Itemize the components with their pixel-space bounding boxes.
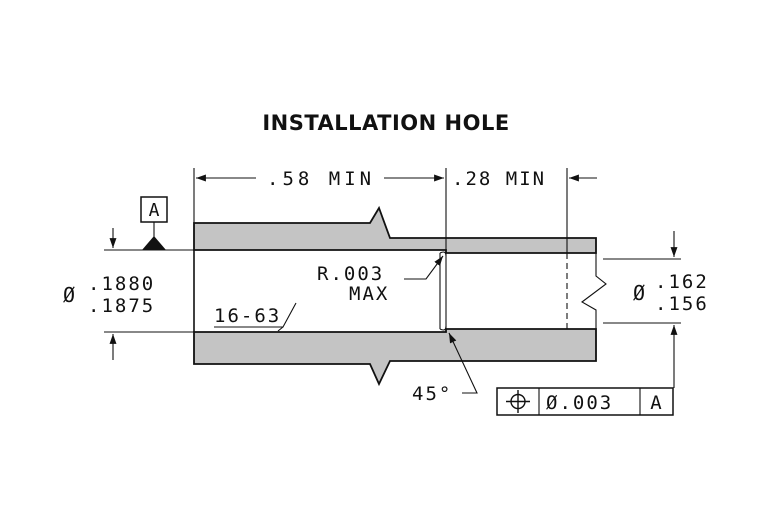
bottom-wall	[193, 328, 597, 387]
bore-dia-upper: .1880	[88, 273, 155, 295]
radius-leader	[404, 255, 444, 280]
radius-corner-top	[439, 251, 447, 257]
radius-line2: MAX	[349, 283, 389, 305]
datum-triangle	[142, 236, 166, 250]
small-dia-symbol: Ø	[633, 281, 645, 305]
right-break	[581, 253, 607, 329]
bore-dia-symbol: Ø	[63, 283, 75, 307]
bore-dia-lower: .1875	[88, 295, 155, 317]
small-dia-upper: .162	[655, 271, 709, 293]
fcf-tolerance: Ø.003	[546, 392, 613, 414]
finish-symbol-tick	[277, 326, 284, 332]
radius-line1: R.003	[317, 263, 384, 285]
fcf-datum: A	[650, 392, 662, 414]
top-wall	[193, 205, 597, 254]
position-symbol-icon	[506, 390, 530, 413]
datum-label: A	[149, 200, 160, 221]
feature-control-frame: Ø.003 A	[496, 387, 674, 416]
drawing-title: INSTALLATION HOLE	[262, 111, 509, 135]
small-dia-lower: .156	[655, 293, 709, 315]
chamfer-leader	[448, 332, 478, 394]
step-min-label: .28 MIN	[452, 168, 546, 190]
chamfer-corner-bottom	[439, 325, 447, 331]
chamfer-label: 45°	[412, 383, 452, 405]
depth-min-label: .58 MIN	[267, 168, 375, 190]
finish-label: 16-63	[214, 305, 281, 327]
